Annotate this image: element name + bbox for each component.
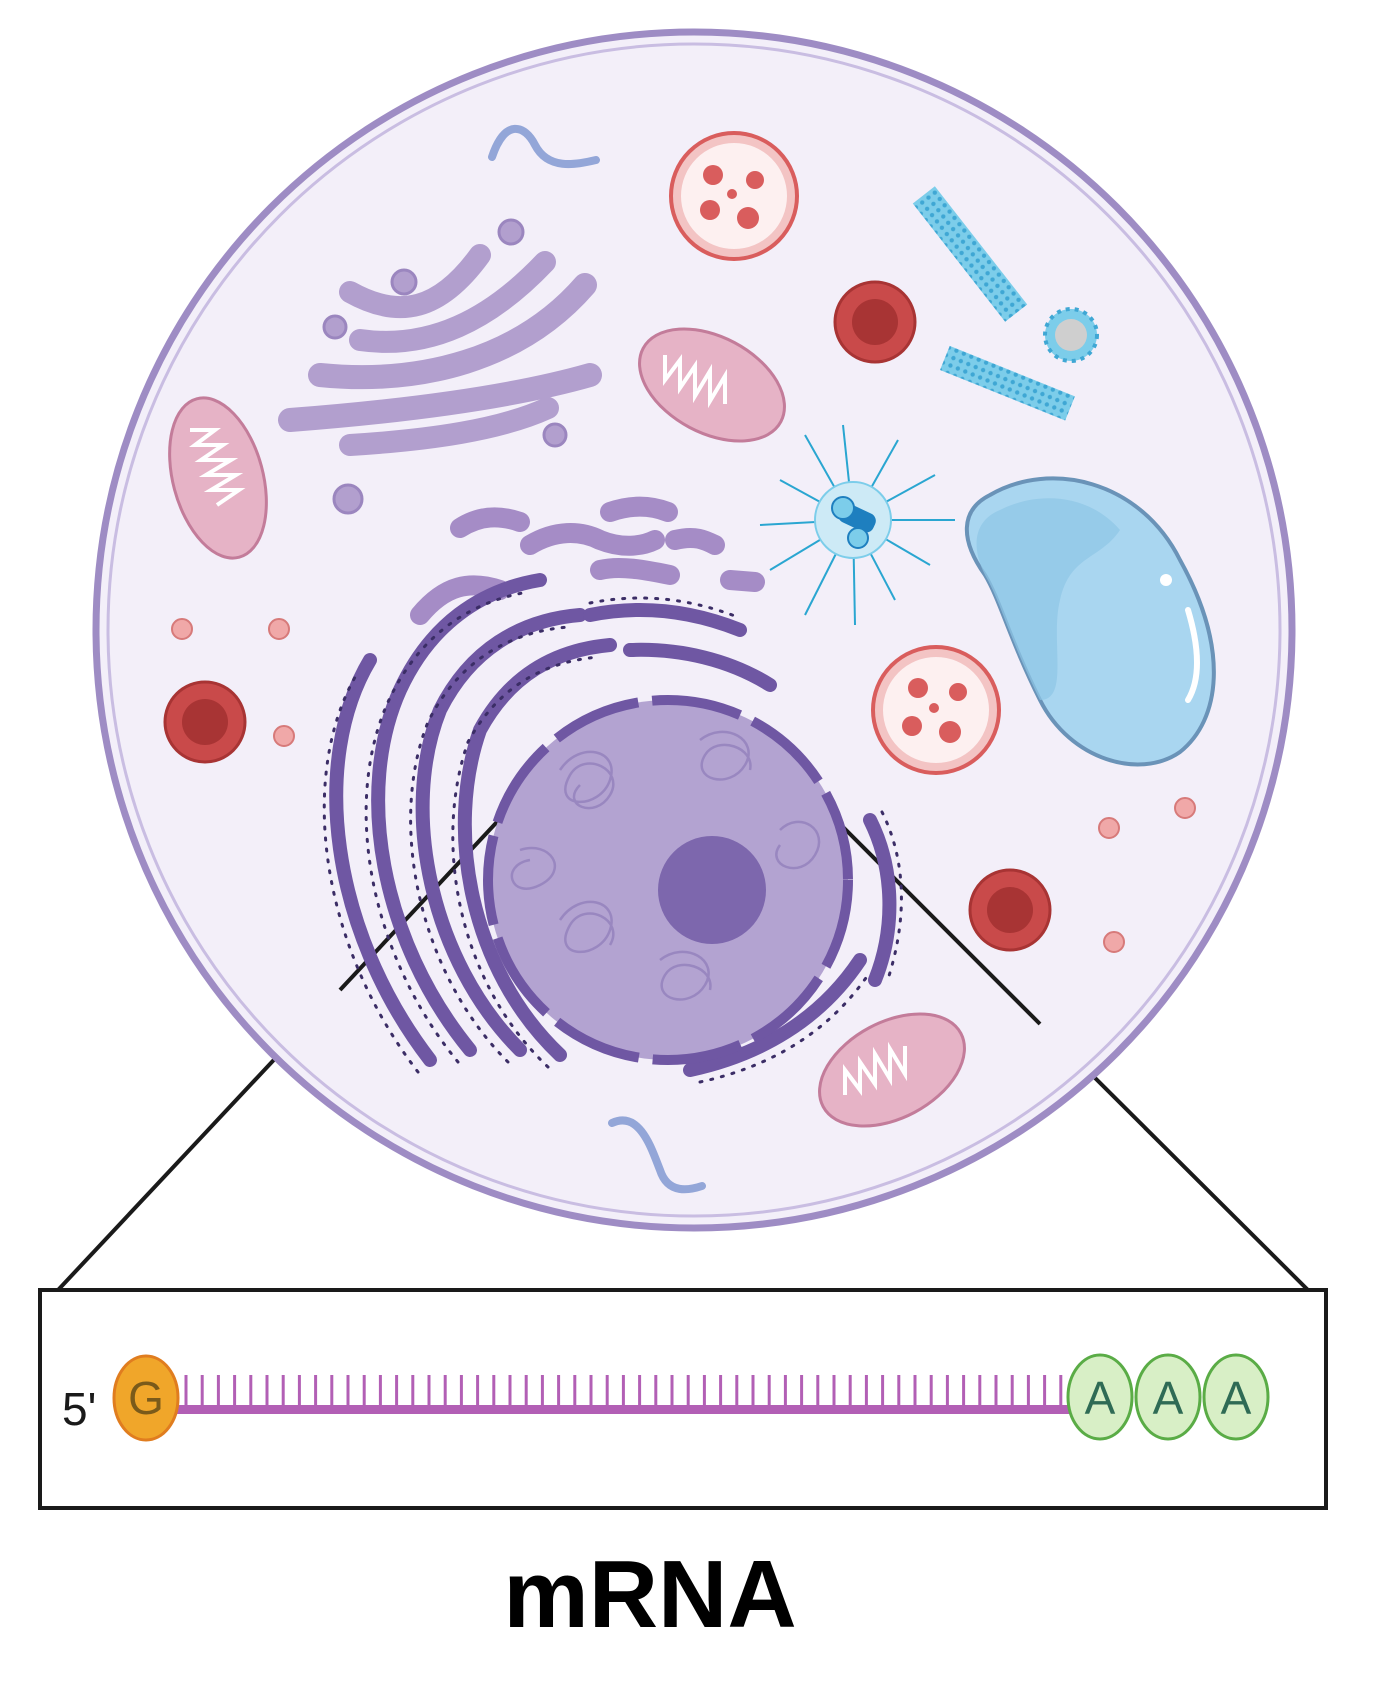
cap-label: G [128, 1372, 164, 1424]
poly-a-tail: A A A [1066, 1353, 1270, 1441]
golgi-icon [278, 218, 602, 515]
mitochondrion-icon [818, 1012, 966, 1128]
microtubule-icon [912, 186, 1075, 421]
nucleus-icon [483, 695, 853, 1065]
mrna-strand-icon [488, 124, 600, 169]
smooth-er-icon [410, 496, 765, 625]
vesicle-icon [163, 680, 247, 764]
caption-title: mRNA [503, 1541, 797, 1648]
lysosome-icon [669, 131, 799, 261]
poly-a-label: A [1085, 1372, 1116, 1424]
mrna-strand-icon [608, 1116, 706, 1194]
cap-icon: G [112, 1354, 180, 1442]
nucleolus-icon [658, 836, 766, 944]
poly-a-label: A [1153, 1372, 1184, 1424]
centrosome-icon [759, 424, 955, 626]
vesicle-icon [833, 280, 917, 364]
vesicle-icon [1043, 307, 1099, 363]
five-prime-label: 5' [62, 1383, 96, 1435]
mrna-strand-icon [175, 1375, 1080, 1414]
mitochondrion-icon [168, 396, 268, 560]
poly-a-label: A [1221, 1372, 1252, 1424]
lysosome-icon [871, 645, 1001, 775]
vacuole-icon [964, 476, 1216, 767]
vesicle-icon [968, 868, 1052, 952]
ribosome-icon [171, 618, 1196, 953]
mitochondrion-icon [638, 327, 786, 443]
